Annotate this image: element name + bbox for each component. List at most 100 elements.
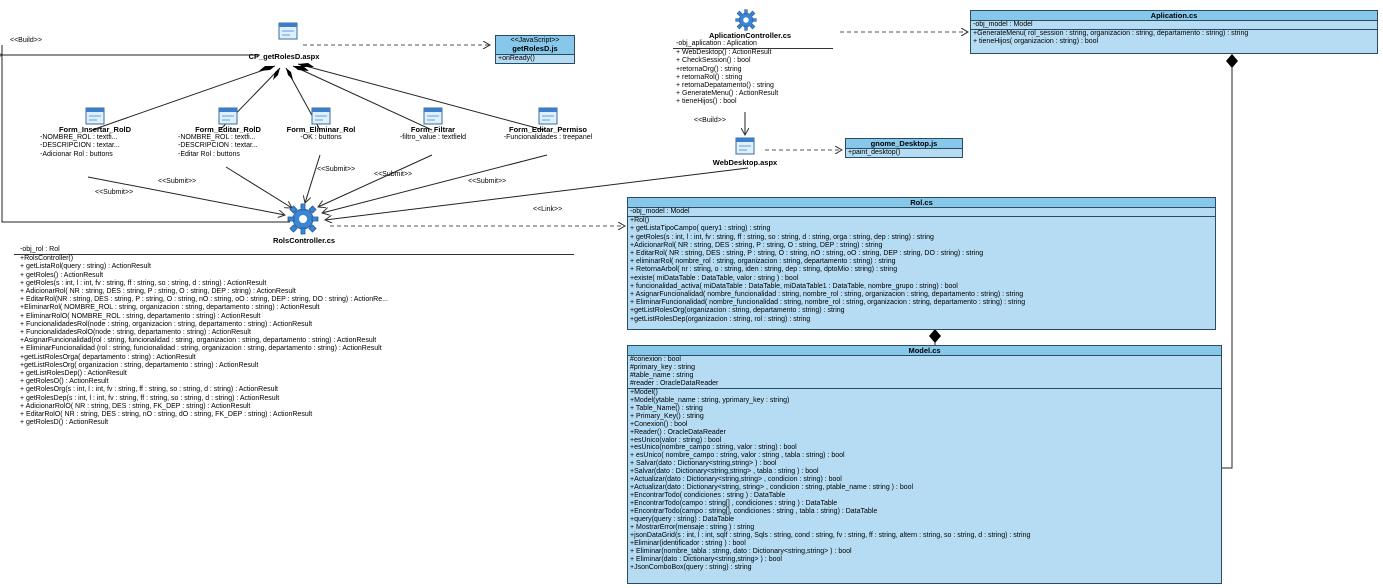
rol-ops: +Rol()+ getListaTipoCampo( query1 : stri… <box>628 217 1215 324</box>
operation-row: +Conexion() : bool <box>630 420 688 428</box>
operation-row: +EliminarRol( NOMBRE_ROL : string, organ… <box>20 304 320 312</box>
operation-row: +paint_desktop() <box>848 149 901 156</box>
rols-controller-members: -obj_rol : Rol +RolsController()+ getLis… <box>14 246 574 427</box>
diamond-form-5 <box>298 63 314 67</box>
form-page-icon <box>311 107 331 125</box>
aplication-model-diamond <box>1226 54 1238 68</box>
attribute-row: -obj_model : Model <box>630 208 690 215</box>
attribute-row: #conexion : bool <box>630 356 681 363</box>
model-ops: +Model()+Model(ytable_name : string, ypr… <box>628 389 1221 572</box>
form-node: Form_Editar_Permiso-Funcionalidades : tr… <box>498 107 598 142</box>
operation-row: + getRolesD() : ActionResult <box>20 419 109 427</box>
aplication-attrs: -obj_model : Model <box>971 21 1377 31</box>
edge-label-submit: <<Submit>> <box>158 178 197 185</box>
operation-row: +getListRolesOrg( organizacion : string,… <box>20 361 259 369</box>
webdesktop-page-icon <box>735 137 755 155</box>
operation-row: + Salvar(dato : Dictionary<string,string… <box>630 460 777 468</box>
form-node: Form_Editar_RolD-NOMBRE_ROL : textfi...-… <box>178 107 278 159</box>
js-stereotype: <<JavaScript>> <box>510 37 560 44</box>
edge-label-build: <<Build>> <box>10 37 42 44</box>
aplication-ops: +GenerateMenu( rol_session : string, org… <box>971 30 1377 46</box>
app-controller-name: AplicationController.cs <box>708 31 792 40</box>
form-field-row: -DESCRIPCION : textar... <box>178 142 258 150</box>
operation-row: +Rol() <box>630 217 650 225</box>
attribute-row: -obj_aplication : Aplication <box>676 40 757 47</box>
gnome-js-ops: +paint_desktop() <box>846 149 962 157</box>
operation-row: + retornaRol() : string <box>676 73 743 81</box>
operation-row: +Salvar(dato : Dictionary<string,string>… <box>630 468 819 476</box>
rol-class-box: Rol.cs -obj_model : Model +Rol()+ getLis… <box>627 197 1216 330</box>
operation-row: + Eliminar(dato : Dictionary<string,stri… <box>630 555 782 563</box>
operation-row: + MostrarError(mensaje : string ) : stri… <box>630 524 755 532</box>
form-name: Form_Editar_Permiso <box>509 125 587 134</box>
composition-form-5 <box>297 63 545 131</box>
form-field-row: -DESCRIPCION : textar... <box>40 142 120 150</box>
operation-row: +EncontrarTodo(campo : string[] , condic… <box>630 500 838 508</box>
submit-arrow-4 <box>318 154 433 207</box>
submit-arrow-1 <box>87 176 285 215</box>
edge-label-link: <<Link>> <box>533 206 563 213</box>
attribute-row: -obj_model : Model <box>973 21 1033 28</box>
rols-controller-attrs: -obj_rol : Rol <box>14 246 574 256</box>
operation-row: +RolsController() <box>20 255 74 263</box>
operation-row: + getRolesOrg(s : int, l : int, fv : str… <box>20 386 278 394</box>
operation-row: + Primary_Key() : string <box>630 412 704 420</box>
submit-frame-line <box>1 45 290 223</box>
form-name: Form_Insertar_RolD <box>58 125 132 134</box>
operation-row: + tieneHijos() : bool <box>676 98 737 106</box>
form-page-icon <box>538 107 558 125</box>
form-node: Form_Filtrar-filtro_value : textfield <box>386 107 480 142</box>
operation-row: + Table_Name() : string <box>630 404 703 412</box>
composition-form-4 <box>292 65 433 131</box>
operation-row: + EditarRolO( NR : string, DES : string,… <box>20 411 313 419</box>
operation-row: +Actualizar(dato : Dictionary<string,str… <box>630 476 842 484</box>
operation-row: + getRoles(s : int, l : int, fv : string… <box>20 279 267 287</box>
js-getroles-box: <<JavaScript>> getRolesD.js +onReady() <box>495 35 575 64</box>
operation-row: + tieneHijos( organizacion : string) : b… <box>973 38 1099 46</box>
operation-row: + getRoles() : ActionResult <box>20 271 104 279</box>
diamond-form-4 <box>293 66 309 71</box>
form-field-row: -filtro_value : textfield <box>399 134 467 141</box>
app-controller-members: -obj_aplication : Aplication + WebDeskto… <box>673 40 833 107</box>
operation-row: +AsignarFuncionalidad(rol : string, func… <box>20 337 377 345</box>
operation-row: + EliminarFuncionalidad( nombre_funciona… <box>630 299 1026 307</box>
form-field-row: -NOMBRE_ROL : textfi... <box>40 134 118 141</box>
submit-arrow-desktop <box>325 167 749 220</box>
operation-row: +getListRolesOrga( departamento : string… <box>20 353 196 361</box>
operation-row: +existe( miDataTable : DataTable, valor … <box>630 274 799 282</box>
operation-row: + RetornaArbol( nr : string, o : string,… <box>630 266 898 274</box>
operation-row: + WebDesktop() : ActionResult <box>676 49 772 57</box>
app-controller-attrs: -obj_aplication : Aplication <box>673 40 833 50</box>
submit-arrow-5 <box>322 154 548 213</box>
form-name: Form_Filtrar <box>410 125 456 134</box>
attribute-row: #reader : OracleDataReader <box>630 379 719 387</box>
operation-row: + EliminarFuncionalidad (rol : string, f… <box>20 345 382 353</box>
operation-row: + getRolesDep(s : int, l : int, fv : str… <box>20 394 280 402</box>
operation-row: + getListaTipoCampo( query1 : string) : … <box>630 225 771 233</box>
operation-row: +jsonDataGrid(s : int, l : int, sqlf : s… <box>630 531 1031 539</box>
rol-attrs: -obj_model : Model <box>628 208 1215 218</box>
form-name: Form_Eliminar_Rol <box>286 125 356 134</box>
operation-row: +Reader() : OracleDataReader <box>630 428 726 436</box>
operation-row: + EditarRol( NR : string, DES : string, … <box>630 250 984 258</box>
form-node: Form_Insertar_RolD-NOMBRE_ROL : textfi..… <box>40 107 150 159</box>
operation-row: + getRolesO() : ActionResult <box>20 378 109 386</box>
operation-row: +Model(ytable_name : string, yprimary_ke… <box>630 396 790 404</box>
js-getroles-header: <<JavaScript>> getRolesD.js <box>496 36 574 55</box>
app-controller-ops: + WebDesktop() : ActionResult+ CheckSess… <box>673 49 833 106</box>
model-attrs: #conexion : bool#primary_key : string#ta… <box>628 356 1221 389</box>
edge-label-submit: <<Submit>> <box>317 166 356 173</box>
operation-row: + getListaRol(query : string) : ActionRe… <box>20 263 151 271</box>
submit-arrow-3 <box>305 154 321 203</box>
form-page-icon <box>218 107 238 125</box>
rols-controller-name: RolsController.cs <box>272 236 336 245</box>
js-getroles-name: getRolesD.js <box>512 44 558 53</box>
operation-row: +query(query : string) : DataTable <box>630 516 735 524</box>
attribute-row: #primary_key : string <box>630 363 695 371</box>
js-getroles-ops: +onReady() <box>496 55 574 63</box>
operation-row: + EditarRol(NR : string, DES : string, P… <box>20 296 388 304</box>
operation-row: +GenerateMenu( rol_session : string, org… <box>973 30 1249 38</box>
operation-row: + AdicionarRol( NR : string, DES : strin… <box>20 288 296 296</box>
rols-controller-ops: +RolsController()+ getListaRol(query : s… <box>14 255 574 427</box>
aspx-page-icon <box>278 22 298 40</box>
